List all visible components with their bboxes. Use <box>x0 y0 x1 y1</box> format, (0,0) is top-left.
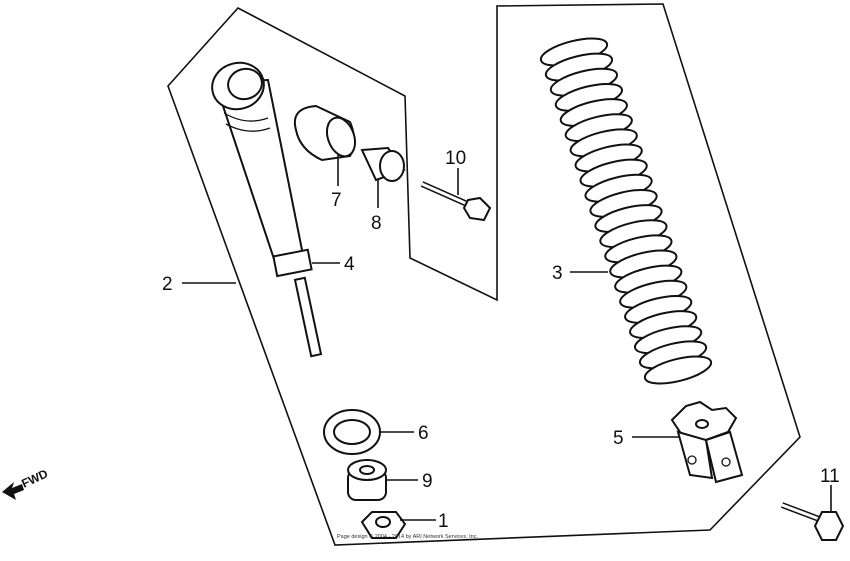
spring-seat-stopper[interactable] <box>670 400 744 484</box>
fwd-label: FWD <box>19 466 50 490</box>
callout-11: 11 <box>820 466 840 487</box>
nut[interactable] <box>360 511 407 539</box>
upper-bolt[interactable] <box>420 181 492 222</box>
callout-3: 3 <box>552 263 563 284</box>
leader-lines <box>182 155 832 521</box>
callout-2: 2 <box>162 274 173 295</box>
rubber-bushing[interactable] <box>294 104 360 162</box>
callout-1: 1 <box>438 511 449 532</box>
rubber-bush[interactable] <box>347 459 387 501</box>
callout-7: 7 <box>331 190 342 211</box>
forward-arrow: FWD <box>2 466 50 500</box>
callout-4: 4 <box>344 254 355 275</box>
callout-10: 10 <box>445 148 466 169</box>
callout-6: 6 <box>418 423 429 444</box>
coil-spring[interactable] <box>538 33 713 389</box>
callout-8: 8 <box>371 213 382 234</box>
callout-9: 9 <box>422 471 433 492</box>
lower-bolt[interactable] <box>780 502 845 541</box>
callout-5: 5 <box>613 428 624 449</box>
assembly-outline <box>167 3 801 546</box>
collar[interactable] <box>360 146 406 182</box>
washer[interactable] <box>323 409 381 455</box>
copyright-text: Page design © 2004 - 2014 by ARI Network… <box>337 533 478 540</box>
shock-absorber[interactable] <box>207 57 323 358</box>
spring-coil <box>643 355 713 385</box>
